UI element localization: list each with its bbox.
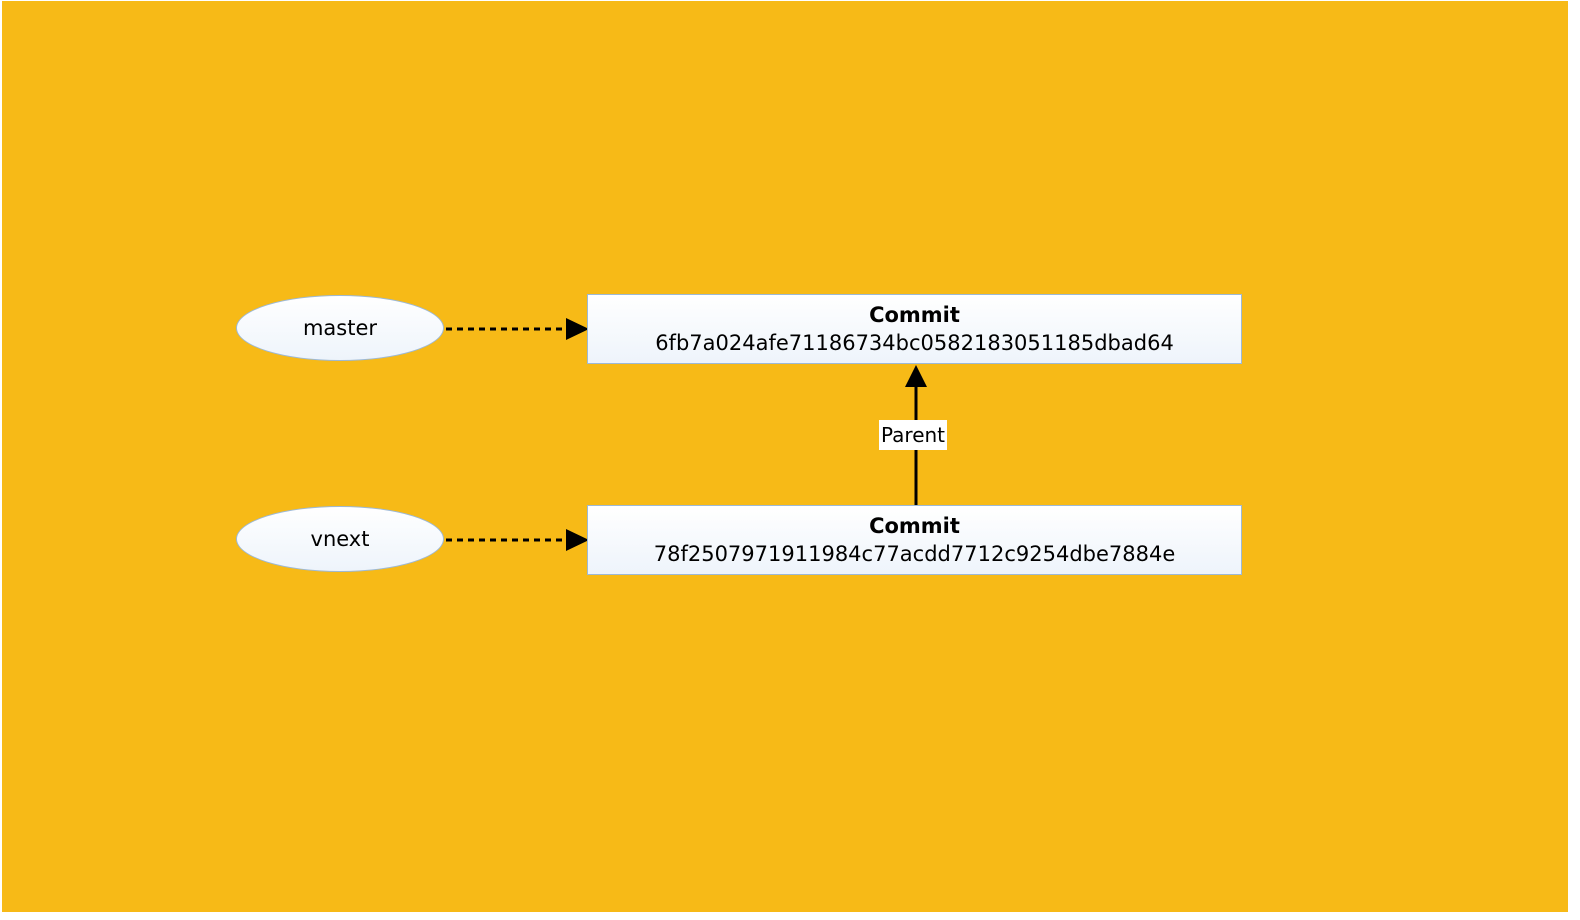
parent-edge-arrowhead [905, 365, 927, 387]
master-pointer-arrowhead [566, 318, 589, 340]
commit-hash: 78f2507971911984c77acdd7712c9254dbe7884e [653, 542, 1176, 566]
branch-node-master[interactable]: master [236, 295, 444, 361]
commit-title: Commit [869, 303, 960, 327]
branch-label: master [302, 316, 378, 340]
commit-title: Commit [869, 514, 960, 538]
branch-node-vnext[interactable]: vnext [236, 506, 444, 572]
commit-hash: 6fb7a024afe71186734bc0582183051185dbad64 [655, 331, 1174, 355]
commit-node[interactable]: Commit 6fb7a024afe71186734bc058218305118… [587, 294, 1242, 364]
commit-node[interactable]: Commit 78f2507971911984c77acdd7712c9254d… [587, 505, 1242, 575]
branch-label: vnext [310, 527, 370, 551]
vnext-pointer-arrowhead [566, 529, 589, 551]
parent-edge-label: Parent [879, 420, 948, 450]
